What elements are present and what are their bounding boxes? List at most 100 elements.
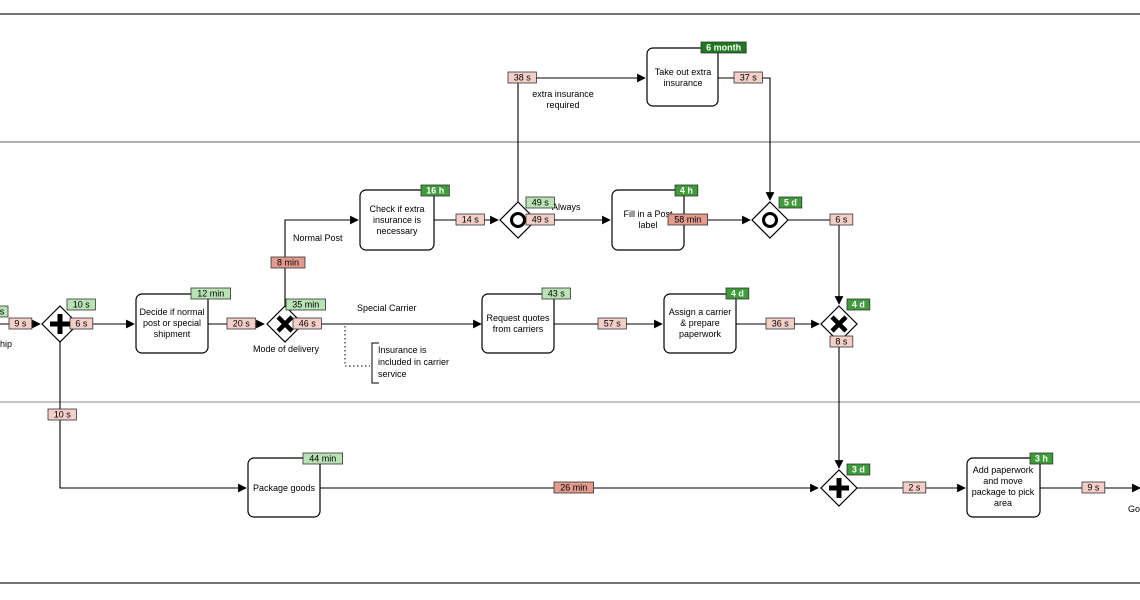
badge-10-s: 10 s [66,298,96,311]
badge-16-h: 16 h [420,184,450,197]
badge-58-min: 58 min [667,213,708,226]
badge-16-h-text: 16 h [426,186,444,196]
badge-36-s: 36 s [765,317,795,330]
task-take-out-extra-insurance[interactable]: Take out extra insurance [646,47,719,107]
badge-4-d-join-box [846,298,871,311]
task-assign-carrier[interactable]: Assign a carrier & prepare paperwork [663,293,737,354]
badge-10-s-text: 10 s [73,300,91,310]
annotation-association [344,326,370,367]
task-label: necessary [376,226,418,236]
task-label: Package goods [253,483,316,493]
badge-4-d-join: 4 d [846,298,871,311]
badge-9-s-left: 9 s [8,317,33,330]
badge-3-h-text: 3 h [1035,454,1048,464]
badge-6-s-split-text: 6 s [75,319,88,329]
badge-s-left-box [0,305,9,318]
badge-8-min: 8 min [270,256,306,269]
task-label: area [994,498,1012,508]
gateway-parallel-join[interactable] [820,469,858,507]
task-request-quotes[interactable]: Request quotes from carriers [481,293,555,354]
badge-43-s-text: 43 s [548,289,566,299]
badge-57-s-box [597,317,627,330]
badge-38-s-text: 38 s [514,73,532,83]
badge-4-h-text: 4 h [680,186,693,196]
badge-s-left-text: s [0,307,5,317]
task-fill-in-post-label[interactable]: Fill in a Post label [611,189,685,251]
circle-icon [510,212,526,228]
gateway-label-mode-of-delivery: Mode of delivery [253,344,320,354]
flow-mode-normal-post [284,215,359,306]
task-label: and move [983,476,1023,486]
task-package-goods[interactable]: Package goods [247,457,321,518]
badge-26-min-box [553,481,594,494]
badge-58-min-box [667,213,708,226]
badge-46-s-text: 46 s [299,319,317,329]
gateway-inclusive-join[interactable] [751,201,789,239]
cross-icon [830,315,848,333]
badge-37-s-box [733,71,763,84]
lane-separators [0,13,1140,584]
badge-20-s: 20 s [226,317,256,330]
task-check-extra-insurance[interactable]: Check if extra insurance is necessary [359,189,435,251]
badge-35-min: 35 min [285,298,326,311]
badge-49-s-out-box [525,213,555,226]
badge-3-d-box [846,463,871,476]
badge-36-s-text: 36 s [772,319,790,329]
badge-20-s-box [226,317,256,330]
badge-44-min-text: 44 min [309,454,336,464]
badge-57-s: 57 s [597,317,627,330]
badge-9-s-left-box [8,317,33,330]
badge-4-h: 4 h [674,184,699,197]
task-label: Fill in a Post [623,209,673,219]
flow-join-to-xor [788,219,844,305]
badge-6-s-right-text: 6 s [835,215,848,225]
badge-2-s-box [902,481,927,494]
annotation-line-1: Insurance is [378,345,427,355]
task-label: Take out extra [655,67,712,77]
badge-9-s-end-box [1081,481,1106,494]
badge-9-s-left-text: 9 s [14,319,27,329]
badge-10-s-down: 10 s [47,408,77,421]
badge-12-min-text: 12 min [197,289,224,299]
annotation-line-3: service [378,369,407,379]
flow-label-normal-post: Normal Post [293,233,343,243]
badge-38-s-box [507,71,537,84]
badge-4-d-text: 4 d [731,289,744,299]
badge-5-d-box [778,196,803,209]
flow-label-goods-fragment: Go [1128,504,1140,514]
flow-labels: extra insurance required Always Normal P… [0,89,1140,514]
badge-49-s: 49 s [525,196,555,209]
badge-57-s-text: 57 s [604,319,622,329]
task-label: Check if extra [369,204,424,214]
badge-46-s: 46 s [292,317,322,330]
badge-38-s: 38 s [507,71,537,84]
badge-8-min-text: 8 min [277,258,299,268]
flow-label-always: Always [552,202,581,212]
badge-49-s-text: 49 s [532,198,550,208]
task-label: label [638,220,657,230]
flow-label-extra-insurance-1: extra insurance [532,89,594,99]
task-label: Request quotes [486,313,550,323]
task-add-paperwork[interactable]: Add paperwork and move package to pick a… [966,457,1041,518]
badge-43-s: 43 s [541,287,571,300]
circle-icon [762,212,778,228]
task-label: post or special [143,318,201,328]
gateway-parallel-split[interactable] [41,305,79,343]
badge-8-s-box [829,335,854,348]
gateway-mode-of-delivery[interactable] [266,305,304,343]
badge-10-s-down-box [47,408,77,421]
badge-4-d-join-text: 4 d [852,300,865,310]
task-decide-normal-or-special[interactable]: Decide if normal post or special shipmen… [135,293,209,354]
text-annotation: Insurance is included in carrier service [371,342,449,384]
badge-49-s-out: 49 s [525,213,555,226]
badge-43-s-box [541,287,571,300]
badge-6-s-right-box [829,213,854,226]
badge-44-min: 44 min [302,452,343,465]
flow-insurance-to-join [718,77,775,201]
flow-split-to-package [59,342,247,493]
task-label: shipment [154,329,191,339]
badge-20-s-text: 20 s [233,319,251,329]
badge-2-s: 2 s [902,481,927,494]
annotation-line-2: included in carrier [378,357,449,367]
badge-5-d-text: 5 d [784,198,797,208]
